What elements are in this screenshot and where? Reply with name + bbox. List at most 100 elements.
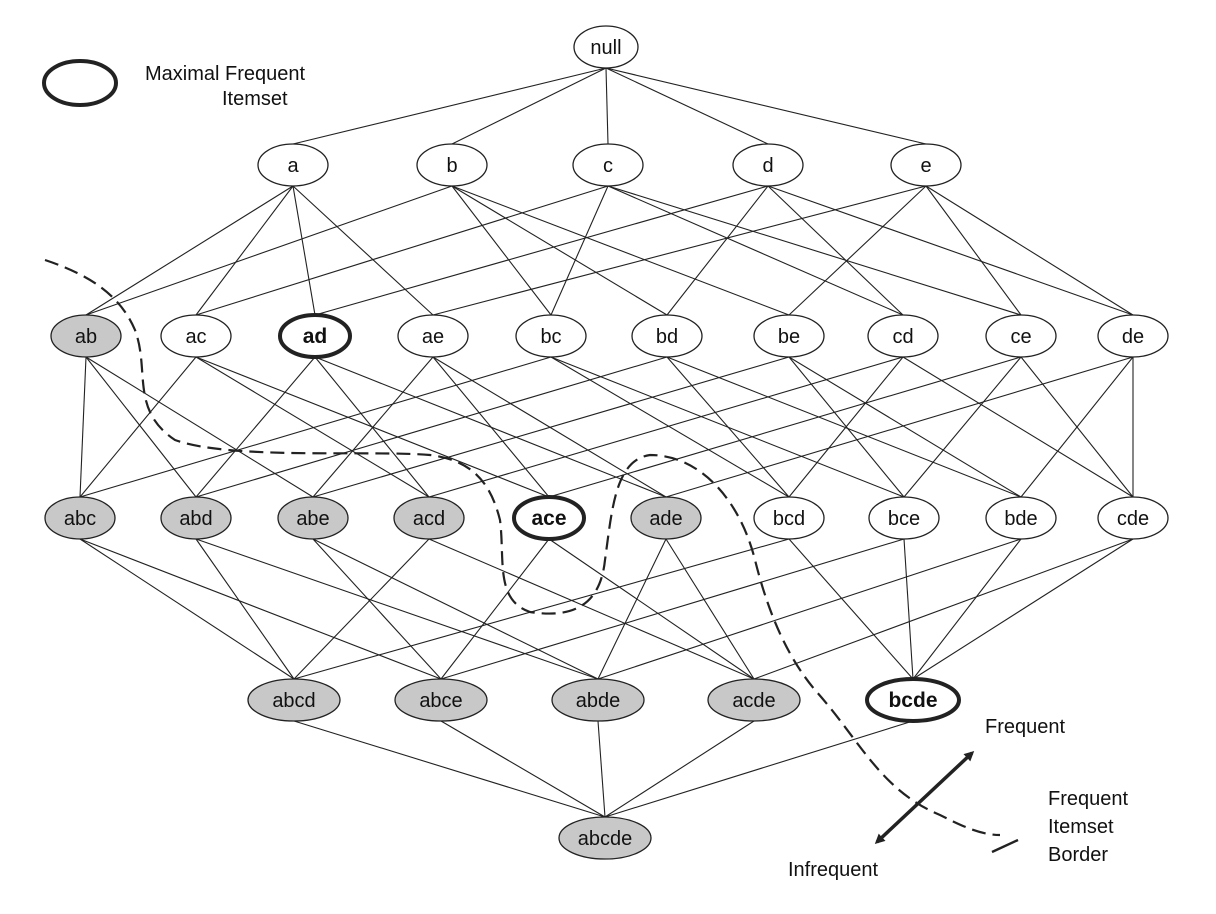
edge-b-bc bbox=[451, 185, 552, 316]
itemset-label-ae: ae bbox=[422, 326, 444, 348]
itemset-node-c: c bbox=[572, 143, 644, 187]
edge-c-ce bbox=[607, 185, 1022, 316]
edge-b-be bbox=[451, 185, 790, 316]
edge-d-ad bbox=[314, 185, 769, 316]
itemset-ellipse-ce bbox=[985, 314, 1057, 358]
edge-null-a bbox=[292, 67, 607, 145]
itemset-label-ace: ace bbox=[531, 507, 566, 530]
edge-d-cd bbox=[767, 185, 904, 316]
itemset-node-b: b bbox=[416, 143, 488, 187]
edge-c-bc bbox=[550, 185, 609, 316]
edge-b-bd bbox=[451, 185, 668, 316]
itemset-ellipse-acd bbox=[393, 496, 465, 540]
edge-ae-ace bbox=[432, 356, 550, 498]
edge-bd-abd bbox=[195, 356, 668, 498]
itemset-ellipse-ace bbox=[512, 495, 586, 541]
itemset-ellipse-abd bbox=[160, 496, 232, 540]
itemset-ellipse-b bbox=[416, 143, 488, 187]
itemset-ellipse-bde bbox=[985, 496, 1057, 540]
edge-bce-abce bbox=[440, 538, 905, 680]
itemset-ellipse-de bbox=[1097, 314, 1169, 358]
border-label-line1: Frequent bbox=[1048, 788, 1128, 810]
edge-bde-abde bbox=[597, 538, 1022, 680]
edge-bcd-bcde bbox=[788, 538, 914, 680]
itemset-label-cde: cde bbox=[1117, 508, 1149, 530]
itemset-node-ac: ac bbox=[160, 314, 232, 358]
edge-acd-acde bbox=[428, 538, 755, 680]
edge-ad-acd bbox=[314, 356, 430, 498]
edge-bcde-abcde bbox=[604, 720, 914, 818]
edge-null-e bbox=[605, 67, 927, 145]
edge-a-ae bbox=[292, 185, 434, 316]
itemset-node-a: a bbox=[257, 143, 329, 187]
itemset-ellipse-bcde bbox=[865, 677, 961, 723]
itemset-node-null: null bbox=[573, 25, 639, 69]
edge-e-ce bbox=[925, 185, 1022, 316]
itemset-node-bcde: bcde bbox=[865, 677, 961, 723]
itemset-ellipse-ae bbox=[397, 314, 469, 358]
edge-bc-bcd bbox=[550, 356, 790, 498]
edge-ad-abd bbox=[195, 356, 316, 498]
itemset-ellipse-bcd bbox=[753, 496, 825, 540]
edge-e-be bbox=[788, 185, 927, 316]
itemset-node-abcde: abcde bbox=[558, 816, 652, 860]
itemset-label-abd: abd bbox=[179, 508, 212, 530]
edge-bde-bcde bbox=[912, 538, 1022, 680]
itemset-label-acde: acde bbox=[732, 690, 775, 712]
edge-ab-abe bbox=[85, 356, 314, 498]
border-label-line3: Border bbox=[1048, 844, 1108, 866]
itemset-label-c: c bbox=[603, 155, 613, 177]
edge-d-bd bbox=[666, 185, 769, 316]
itemset-ellipse-abcde bbox=[558, 816, 652, 860]
itemset-label-ab: ab bbox=[75, 326, 97, 348]
edge-ce-bce bbox=[903, 356, 1022, 498]
itemset-ellipse-bc bbox=[515, 314, 587, 358]
itemset-ellipse-e bbox=[890, 143, 962, 187]
legend-maximal-label-line2: Itemset bbox=[222, 88, 288, 110]
edge-bd-bde bbox=[666, 356, 1022, 498]
edge-d-de bbox=[767, 185, 1134, 316]
legend-frequency-arrow: Frequent Infrequent bbox=[788, 716, 1065, 881]
itemset-label-ade: ade bbox=[649, 508, 682, 530]
edge-bc-abc bbox=[79, 356, 552, 498]
itemset-ellipse-a bbox=[257, 143, 329, 187]
edge-abce-abcde bbox=[440, 720, 606, 818]
edge-b-ab bbox=[85, 185, 453, 316]
itemset-node-acde: acde bbox=[707, 678, 801, 722]
edge-be-abe bbox=[312, 356, 790, 498]
itemset-node-ae: ae bbox=[397, 314, 469, 358]
itemset-node-ab: ab bbox=[50, 314, 122, 358]
edge-ae-abe bbox=[312, 356, 434, 498]
itemset-node-ce: ce bbox=[985, 314, 1057, 358]
itemset-label-bd: bd bbox=[656, 326, 678, 348]
itemset-label-null: null bbox=[590, 37, 621, 59]
itemset-node-abce: abce bbox=[394, 678, 488, 722]
itemset-node-bcd: bcd bbox=[753, 496, 825, 540]
edge-ac-acd bbox=[195, 356, 430, 498]
itemset-node-bd: bd bbox=[631, 314, 703, 358]
itemset-ellipse-bce bbox=[868, 496, 940, 540]
itemset-node-abe: abe bbox=[277, 496, 349, 540]
itemset-ellipse-ad bbox=[278, 313, 352, 359]
itemset-label-abe: abe bbox=[296, 508, 329, 530]
itemset-node-ad: ad bbox=[278, 313, 352, 359]
itemset-node-ade: ade bbox=[630, 496, 702, 540]
itemset-node-bce: bce bbox=[868, 496, 940, 540]
edge-ab-abd bbox=[85, 356, 197, 498]
border-label-line2: Itemset bbox=[1048, 816, 1114, 838]
itemset-label-d: d bbox=[762, 155, 773, 177]
itemset-ellipse-ade bbox=[630, 496, 702, 540]
itemset-node-cd: cd bbox=[867, 314, 939, 358]
itemset-label-bde: bde bbox=[1004, 508, 1037, 530]
itemset-ellipse-ac bbox=[160, 314, 232, 358]
itemset-node-abcd: abcd bbox=[247, 678, 341, 722]
itemset-node-e: e bbox=[890, 143, 962, 187]
itemset-node-ace: ace bbox=[512, 495, 586, 541]
edge-acde-abcde bbox=[604, 720, 755, 818]
itemset-label-abce: abce bbox=[419, 690, 462, 712]
itemset-ellipse-cde bbox=[1097, 496, 1169, 540]
edge-abc-abcd bbox=[79, 538, 295, 680]
itemset-ellipse-abde bbox=[551, 678, 645, 722]
itemset-node-d: d bbox=[732, 143, 804, 187]
